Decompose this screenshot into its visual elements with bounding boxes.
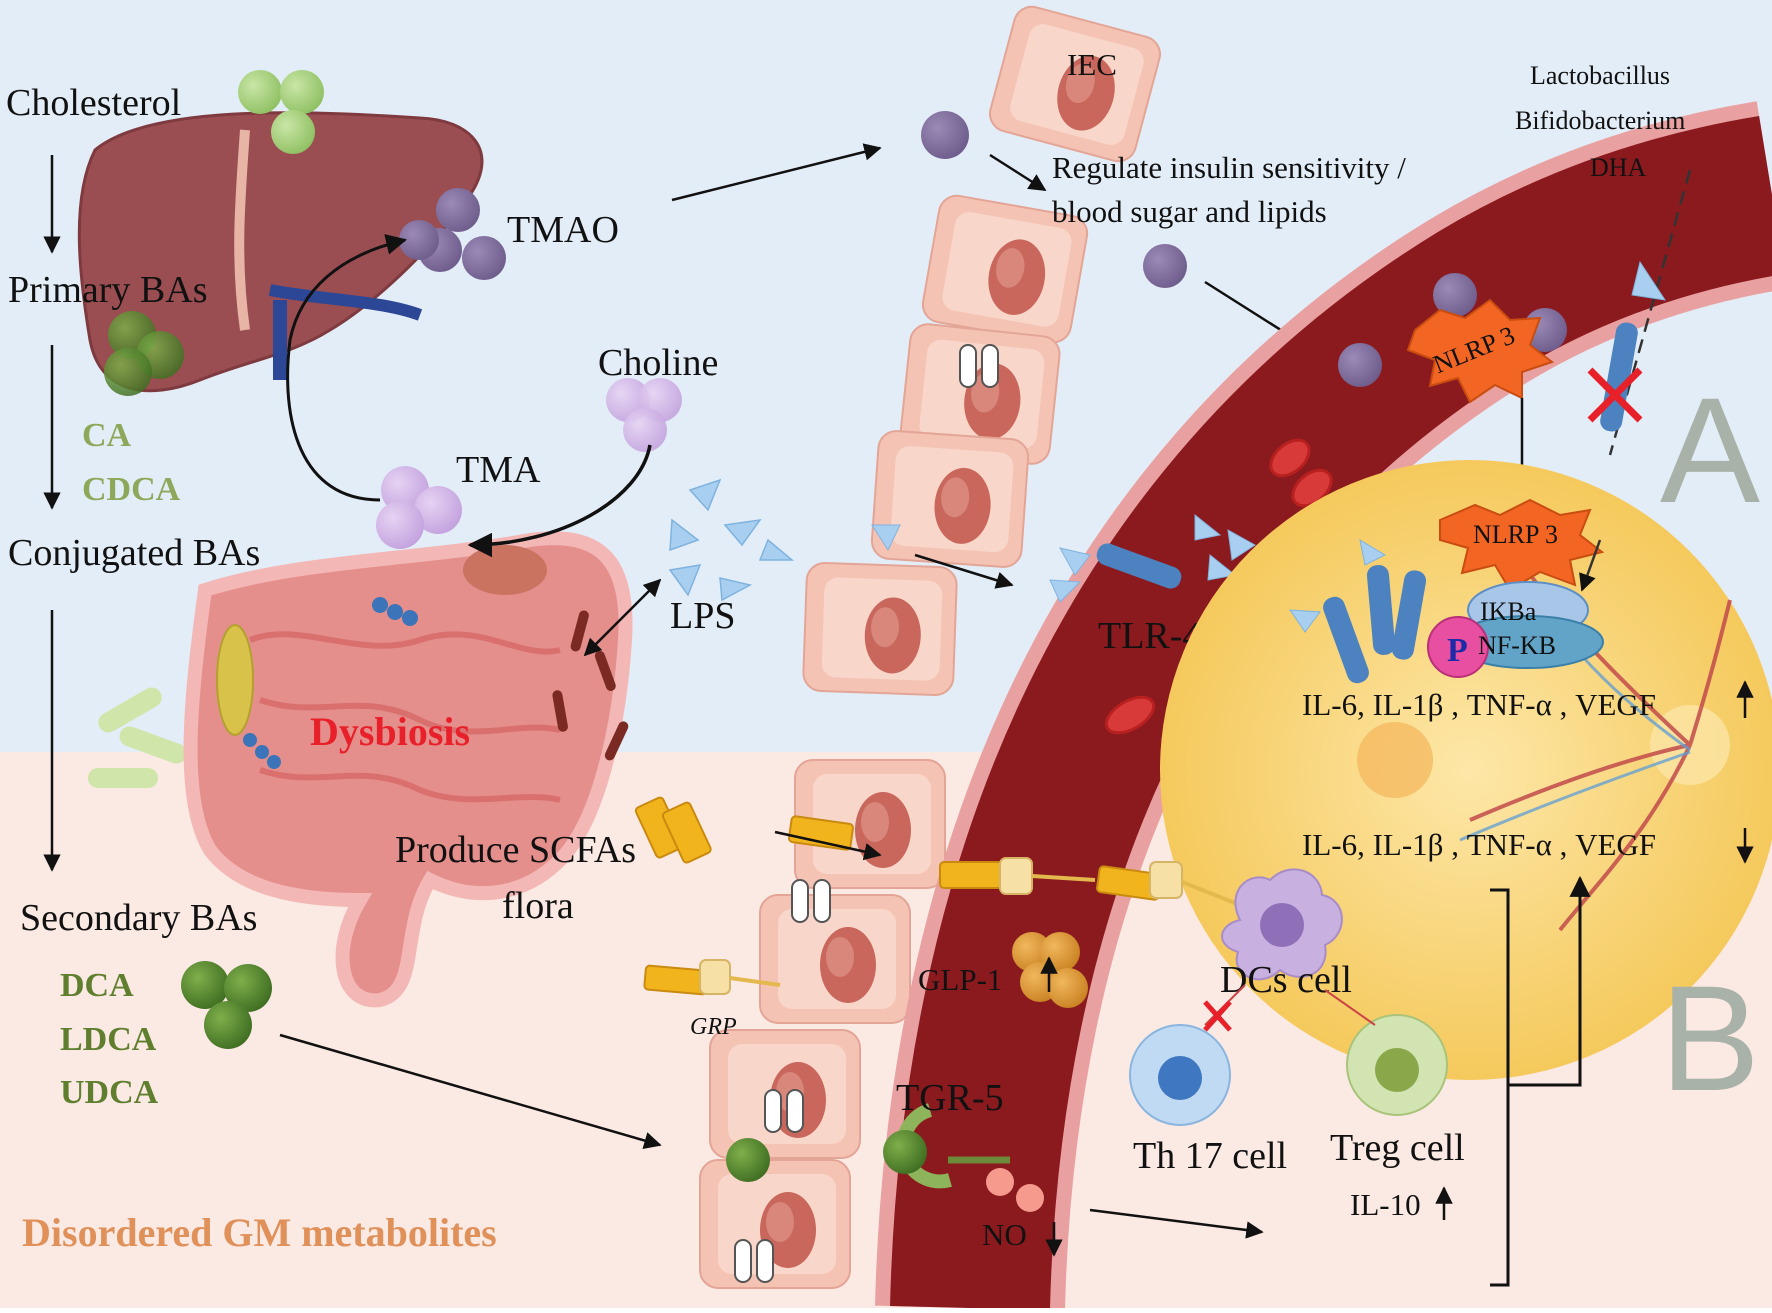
tlr4-inhibited-receptor — [1587, 260, 1667, 432]
ikba-label: IKBa — [1480, 597, 1537, 626]
panel-b-label: B — [1660, 954, 1760, 1122]
regulate-arrow — [989, 153, 1047, 192]
tmao-molecule-iec — [921, 111, 969, 159]
th17-inhibition-x — [1203, 1000, 1232, 1032]
secondary-bas-label: Secondary BAs — [20, 897, 257, 939]
il10-label: IL-10 — [1350, 1187, 1421, 1222]
no-label: NO — [982, 1217, 1027, 1252]
nfkb-label: NF-KB — [1478, 631, 1556, 660]
th17-cell-label: Th 17 cell — [1133, 1135, 1287, 1177]
conjugated-bas-label: Conjugated BAs — [8, 532, 260, 574]
produce-scfas-label: Produce SCFAs — [395, 829, 636, 871]
dha-label: DHA — [1590, 153, 1647, 182]
cytokines-down-label: IL-6, IL-1β , TNF-α , VEGF — [1302, 827, 1656, 862]
primary-bas-label: Primary BAs — [8, 269, 208, 311]
regulate-line-1: Regulate insulin sensitivity / — [1052, 150, 1406, 185]
nlrp3-to-ikba-arrow — [1579, 539, 1602, 592]
lps-label: LPS — [670, 595, 735, 637]
flora-label: flora — [502, 885, 574, 927]
lps-arrow — [583, 578, 662, 657]
treg-cell-label: Treg cell — [1330, 1127, 1465, 1169]
p-label: P — [1447, 632, 1468, 669]
treg-cell — [1346, 1014, 1448, 1116]
dysbiosis-label: Dysbiosis — [310, 709, 470, 754]
secondary-ba-arrow — [279, 1033, 662, 1150]
nlrp3-burst-top — [1406, 298, 1555, 404]
grp-label: GRP — [690, 1014, 737, 1040]
nlrp3-burst-inner — [1439, 498, 1605, 592]
tma-label: TMA — [456, 449, 541, 491]
dca-label: DCA — [60, 967, 134, 1004]
lps-molecules — [668, 478, 795, 602]
intestine-illustration — [183, 531, 633, 1008]
panel-a-label: A — [1660, 366, 1760, 534]
tma-to-tmao-cycle-arrow — [286, 234, 408, 502]
tmao-molecules — [399, 188, 506, 280]
cytokines-up-label: IL-6, IL-1β , TNF-α , VEGF — [1302, 687, 1656, 722]
bifidobacterium-label: Bifidobacterium — [1515, 106, 1685, 135]
nlrp3-inner-label: NLRP 3 — [1473, 520, 1558, 549]
cholesterol-molecules — [238, 70, 324, 154]
retina-tlr4-receptors — [1289, 538, 1427, 684]
no-to-treg-arrow — [1089, 1208, 1264, 1239]
no-molecules — [986, 1168, 1044, 1212]
udca-label: UDCA — [60, 1074, 159, 1111]
primary-ba-molecules — [104, 311, 184, 396]
th17-cell — [1129, 1024, 1231, 1126]
ca-label: CA — [82, 417, 132, 454]
tgr5-label: TGR-5 — [896, 1077, 1004, 1119]
tgr5-receptor — [726, 1103, 1010, 1189]
lactobacillus-label: Lactobacillus — [1530, 61, 1670, 90]
cholesterol-label: Cholesterol — [6, 82, 181, 124]
tlr4-receptor — [1049, 513, 1256, 603]
secondary-ba-molecules — [181, 961, 272, 1049]
iec-label: IEC — [1067, 47, 1117, 82]
ldca-label: LDCA — [60, 1021, 157, 1058]
lps-triangle-epithelium — [871, 524, 901, 552]
dc-cell — [1221, 868, 1343, 981]
intestinal-epithelium — [699, 1, 1166, 1289]
tma-molecules — [376, 466, 462, 549]
bacteria-rods — [88, 687, 187, 788]
choline-label: Choline — [598, 342, 718, 384]
tmao-label: TMAO — [507, 209, 619, 251]
scfa-receptor-chain — [643, 815, 1241, 996]
choline-to-tma-arrow — [467, 444, 652, 558]
choline-molecules — [606, 378, 682, 452]
blood-vessel — [875, 101, 1772, 1311]
phospho-circle — [1427, 616, 1489, 678]
liver-illustration — [77, 111, 484, 393]
regulate-line-2: blood sugar and lipids — [1052, 194, 1327, 229]
glp1-label: GLP-1 — [918, 962, 1002, 997]
disordered-gm-label: Disordered GM metabolites — [22, 1210, 497, 1255]
cdca-label: CDCA — [82, 471, 181, 508]
tmao-arrow — [671, 143, 882, 202]
dc-to-treg-line — [1324, 989, 1376, 1026]
scfa-blocks — [634, 796, 712, 864]
tmao-molecule-mid — [1143, 244, 1187, 288]
lps-to-tlr4-arrow — [914, 553, 1014, 589]
bracket-feedback — [1490, 875, 1591, 1287]
